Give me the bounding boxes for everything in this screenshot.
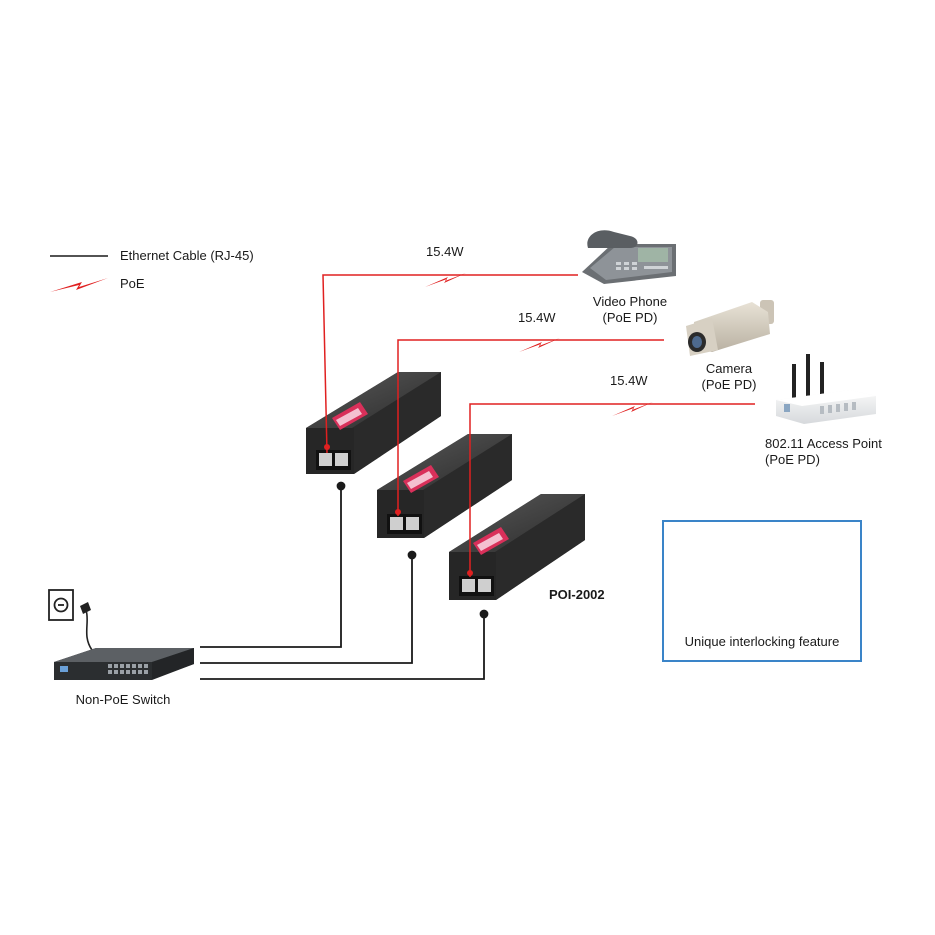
link-power-label-2: 15.4W xyxy=(518,310,556,325)
access-point-type: (PoE PD) xyxy=(765,452,820,467)
camera-icon xyxy=(686,300,774,356)
video-phone-name: Video Phone xyxy=(592,294,668,309)
ethernet-cable-2 xyxy=(200,555,413,664)
poe-legend-bolt-icon xyxy=(50,278,108,292)
legend-ethernet-label: Ethernet Cable (RJ-45) xyxy=(120,248,254,263)
ethernet-cable-3 xyxy=(200,614,485,680)
camera-type: (PoE PD) xyxy=(701,377,757,392)
poe-line-ap xyxy=(469,403,755,577)
poe-injector-2 xyxy=(377,434,512,538)
cable-dot-1 xyxy=(336,481,346,491)
access-point-label: 802.11 Access Point (PoE PD) xyxy=(765,436,882,468)
video-phone-icon xyxy=(582,230,676,284)
legend-poe-label: PoE xyxy=(120,276,145,291)
switch-label: Non-PoE Switch xyxy=(75,692,171,707)
poe-injector-1 xyxy=(306,372,441,474)
link-power-label-1: 15.4W xyxy=(426,244,464,259)
poe-line-phone xyxy=(322,274,578,454)
legend xyxy=(50,255,108,292)
non-poe-switch-icon xyxy=(54,648,194,680)
camera-name: Camera xyxy=(705,361,753,376)
camera-label: Camera (PoE PD) xyxy=(684,361,774,393)
poe-line-camera xyxy=(397,339,664,516)
ethernet-cables xyxy=(200,481,489,680)
cable-dot-2 xyxy=(407,550,417,560)
video-phone-type: (PoE PD) xyxy=(602,310,658,325)
injector-model-label: POI-2002 xyxy=(549,587,605,602)
power-outlet-icon xyxy=(48,589,105,656)
link-power-label-3: 15.4W xyxy=(610,373,648,388)
access-point-icon xyxy=(776,354,876,424)
access-point-name: 802.11 Access Point xyxy=(765,436,882,451)
ethernet-cable-1 xyxy=(200,486,342,648)
poe-lines xyxy=(322,274,755,577)
interlocking-inset: Unique interlocking feature xyxy=(662,520,862,662)
poe-injector-3 xyxy=(449,494,585,600)
video-phone-label: Video Phone (PoE PD) xyxy=(580,294,680,326)
inset-caption: Unique interlocking feature xyxy=(684,634,840,649)
cable-dot-3 xyxy=(479,609,489,619)
